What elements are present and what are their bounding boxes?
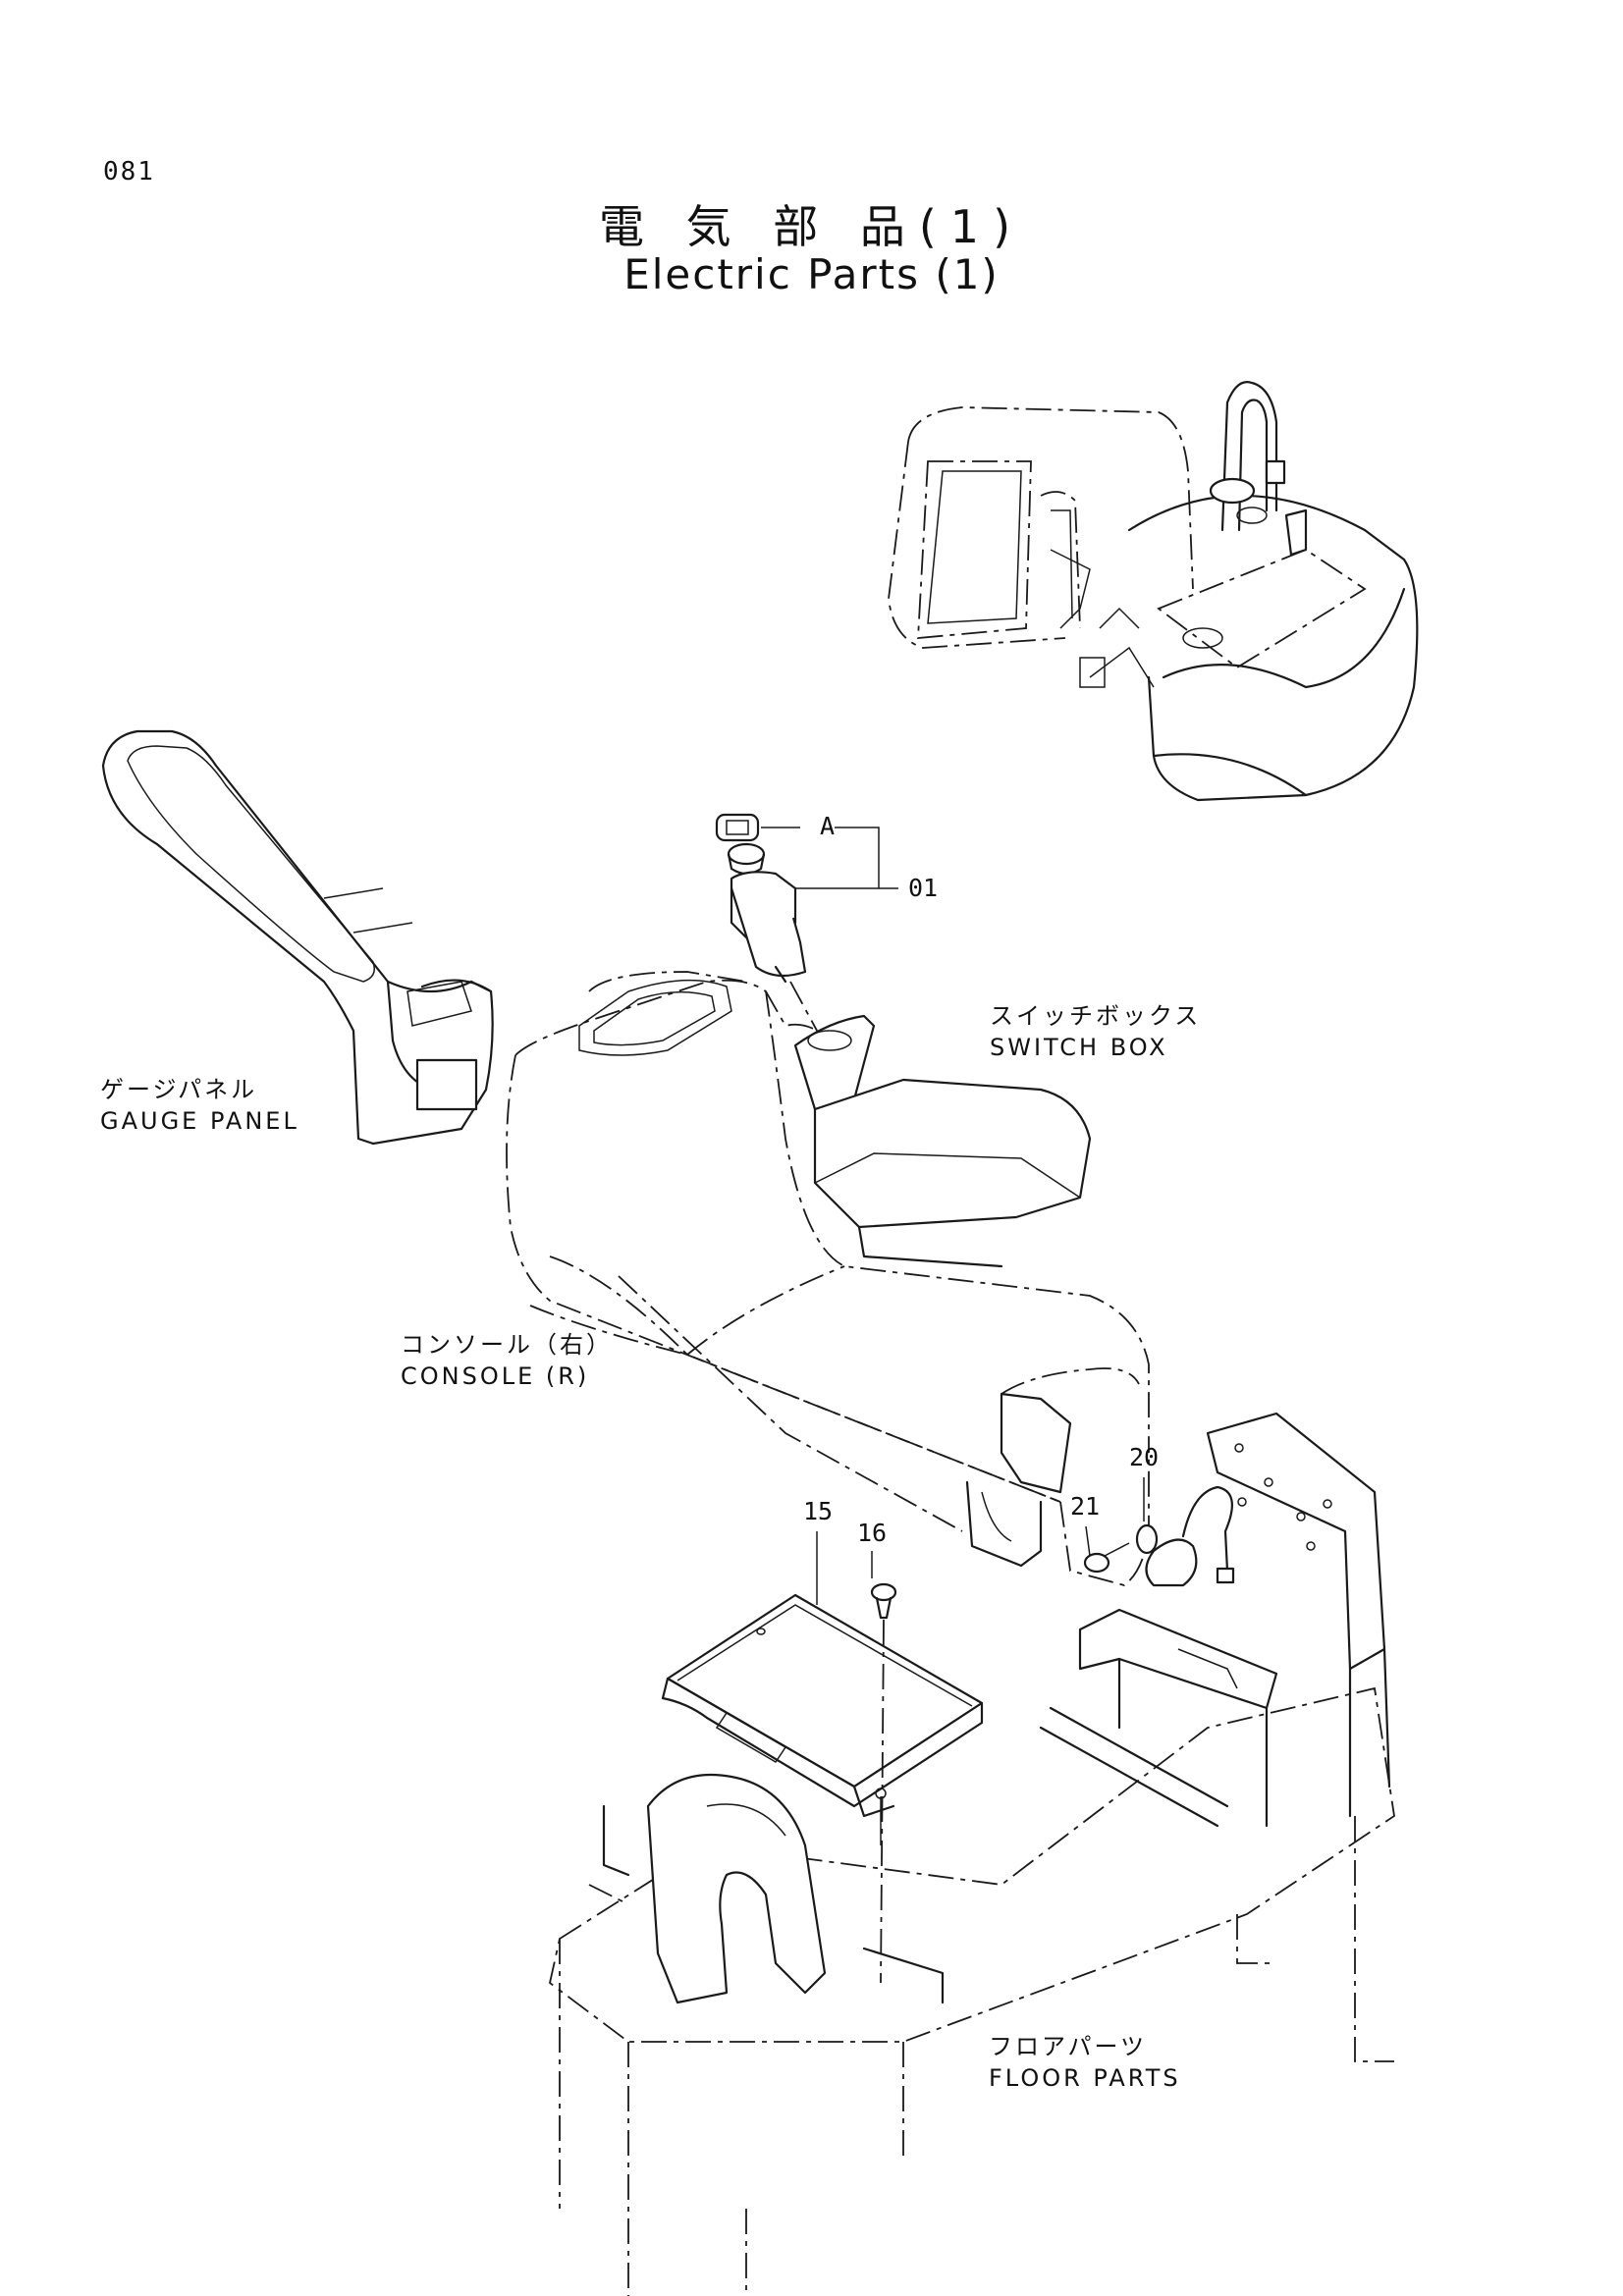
floor-parts-label-jp: フロアパーツ (989, 2033, 1148, 2060)
gauge-panel-illustration (101, 729, 494, 1146)
title-english: Electric Parts (1) (623, 250, 1000, 298)
callout-16: 16 (857, 1519, 888, 1547)
console-label-jp: コンソール（右） (401, 1331, 613, 1359)
leader-lines (761, 827, 1145, 1605)
callout-20: 20 (1129, 1443, 1160, 1471)
console-illustration (506, 971, 1150, 1586)
page-number: 081 (103, 157, 155, 187)
callout-01: 01 (908, 874, 939, 902)
switch-box-label-en: SWITCH BOX (990, 1034, 1168, 1061)
console-label-en: CONSOLE (R) (401, 1362, 590, 1390)
excavator-overview-illustration (888, 381, 1419, 802)
floor-parts-label-en: FLOOR PARTS (989, 2064, 1181, 2092)
key-switch-illustration (715, 813, 855, 1100)
floor-parts-illustration (548, 1412, 1395, 2296)
gauge-panel-label-jp: ゲージパネル (100, 1076, 258, 1103)
controller-unit-illustration (661, 1582, 984, 1984)
callout-a: A (820, 812, 836, 840)
title-japanese: 電 気 部 品(1) (598, 200, 1025, 253)
callout-15: 15 (803, 1497, 834, 1525)
callout-21: 21 (1070, 1492, 1101, 1521)
connector-parts-illustration (1083, 1485, 1235, 1587)
switch-box-label-jp: スイッチボックス (990, 1002, 1202, 1030)
gauge-panel-label-en: GAUGE PANEL (100, 1107, 299, 1135)
